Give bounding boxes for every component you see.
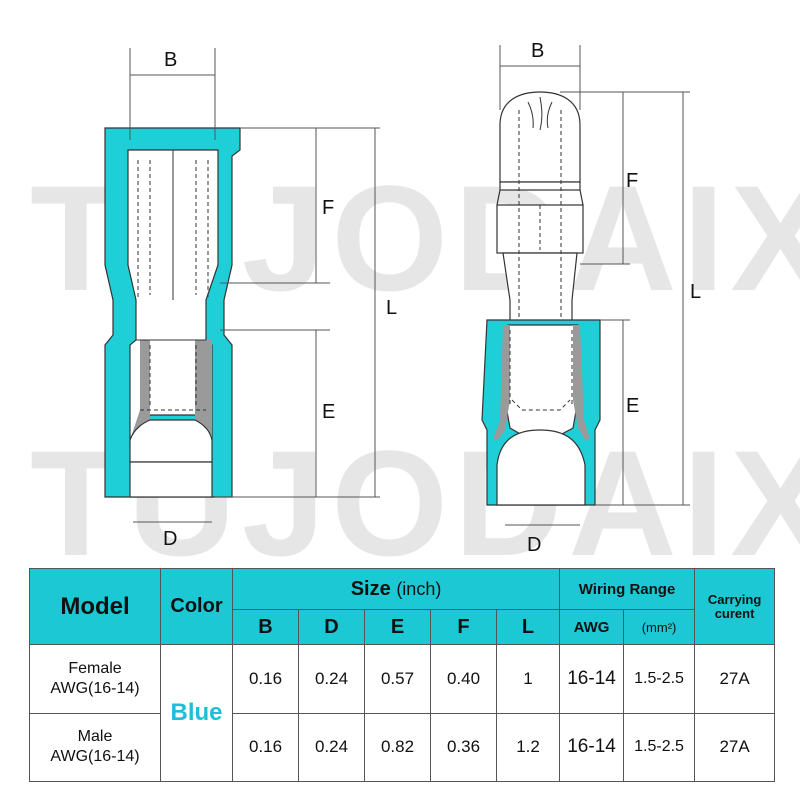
header-size-unit: (inch) xyxy=(396,578,442,599)
female-dimensions xyxy=(129,48,380,523)
male-connector xyxy=(481,91,601,506)
cell-mm: 1.5-2.5 xyxy=(623,644,696,714)
header-size-label: Size xyxy=(350,577,391,600)
cell-f: 0.36 xyxy=(430,712,497,782)
cell-f: 0.40 xyxy=(430,644,497,714)
cell-l: 1 xyxy=(495,644,561,714)
color-value: Blue xyxy=(160,644,233,782)
cell-b: 0.16 xyxy=(232,644,299,714)
female-connector xyxy=(104,127,241,498)
spec-table: Model Color Size (inch) Wiring Range Car… xyxy=(29,568,776,782)
header-col-d: D xyxy=(298,609,365,645)
model-gauge: AWG(16-14) xyxy=(50,679,140,697)
header-size: Size (inch) xyxy=(231,568,561,610)
male-dimensions xyxy=(499,45,690,526)
male-dim-d: D xyxy=(527,534,541,556)
cell-current: 27A xyxy=(694,712,776,782)
model-name: Male xyxy=(77,728,113,746)
header-col-e: E xyxy=(364,609,431,645)
header-model: Model xyxy=(29,568,161,645)
header-col-f: F xyxy=(430,609,497,645)
male-dim-b: B xyxy=(531,40,544,62)
header-col-awg: AWG xyxy=(559,609,625,645)
female-dim-l: L xyxy=(386,297,397,319)
header-col-mm: (mm²) xyxy=(623,609,696,645)
cell-b: 0.16 xyxy=(232,712,299,782)
header-col-b: B xyxy=(232,609,299,645)
male-dim-l: L xyxy=(690,281,701,303)
cell-mm: 1.5-2.5 xyxy=(623,712,696,782)
cell-e: 0.82 xyxy=(364,712,431,782)
cell-awg: 16-14 xyxy=(559,712,625,782)
female-dim-f: F xyxy=(322,197,334,219)
header-color: Color xyxy=(160,568,233,645)
cell-d: 0.24 xyxy=(298,712,365,782)
header-carrying-line1: Carrying xyxy=(707,591,762,607)
female-dim-b: B xyxy=(164,49,177,71)
cell-e: 0.57 xyxy=(364,644,431,714)
male-dim-e: E xyxy=(626,395,639,417)
connector-diagram: TUJODAIX TUJODAIX xyxy=(30,40,800,565)
cell-l: 1.2 xyxy=(495,712,561,782)
model-gauge: AWG(16-14) xyxy=(50,748,140,766)
header-col-l: L xyxy=(495,609,561,645)
female-dim-e: E xyxy=(322,401,335,423)
header-carrying-line2: curent xyxy=(714,605,755,621)
cell-current: 27A xyxy=(694,644,776,714)
male-dim-f: F xyxy=(626,170,638,192)
female-dim-d: D xyxy=(163,528,177,550)
model-name: Female xyxy=(68,659,122,677)
cell-awg: 16-14 xyxy=(559,644,625,714)
cell-d: 0.24 xyxy=(298,644,365,714)
header-wiring-range: Wiring Range xyxy=(559,568,696,610)
